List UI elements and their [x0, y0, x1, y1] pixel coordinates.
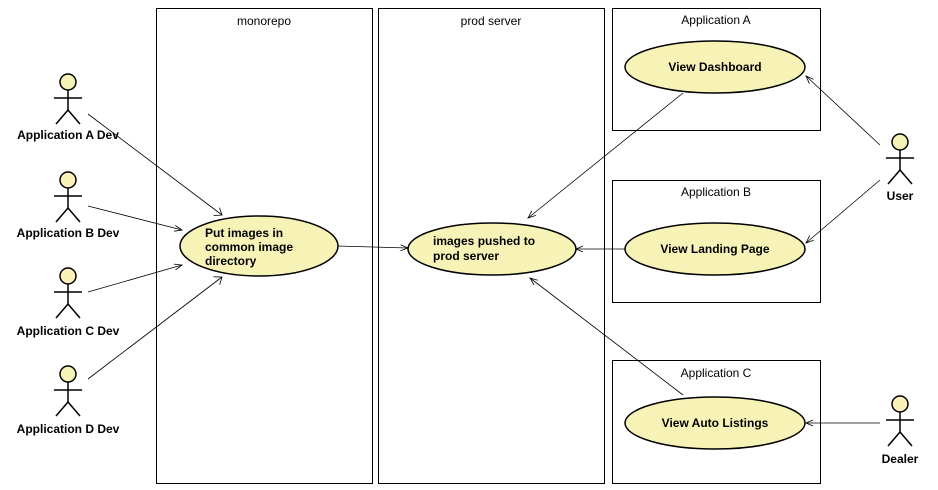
boundary-prod-server-title: prod server — [461, 14, 522, 28]
use-case-view-landing-page: View Landing Page — [624, 222, 806, 276]
stick-figure-icon — [54, 171, 82, 223]
association-app-c-dev — [87, 264, 183, 293]
arrowhead-dashboard-to-pushed — [527, 210, 536, 219]
association-app-b-dev — [87, 205, 183, 231]
association-put-to-pushed — [336, 245, 409, 249]
actor-application-c-dev: Application C Dev — [17, 267, 120, 338]
actor-application-d-dev: Application D Dev — [17, 365, 120, 436]
stick-figure-icon — [54, 267, 82, 319]
association-app-d-dev — [87, 276, 223, 380]
actor-application-b-dev-label: Application B Dev — [17, 226, 120, 240]
use-case-images-pushed-line-1: images pushed to — [433, 234, 535, 248]
boundary-application-c-title: Application C — [681, 366, 752, 380]
stick-figure-icon — [54, 73, 82, 125]
stick-figure-icon — [886, 395, 914, 447]
actor-application-d-dev-label: Application D Dev — [17, 422, 120, 436]
associations — [87, 75, 881, 427]
arrowhead-app-b-dev — [174, 225, 184, 232]
use-case-put-images-line-3: directory — [205, 254, 257, 268]
use-case-images-pushed-line-2: prod server — [433, 249, 499, 263]
arrowhead-user-dashboard — [805, 75, 814, 84]
boundary-monorepo-title: monorepo — [237, 14, 291, 28]
boundary-application-a-title: Application A — [681, 13, 750, 27]
use-case-put-images: Put images in common image directory — [179, 215, 339, 277]
use-case-view-landing-page-label: View Landing Page — [660, 242, 769, 256]
arrowhead-app-d-dev — [213, 276, 223, 285]
arrowhead-user-landing — [805, 235, 814, 244]
arrowhead-auto-to-pushed — [529, 277, 538, 286]
actor-dealer-label: Dealer — [882, 452, 919, 466]
arrowhead-dealer-auto — [804, 419, 814, 427]
stick-figure-icon — [886, 133, 914, 185]
arrowhead-app-a-dev — [213, 207, 223, 216]
use-case-view-auto-listings-label: View Auto Listings — [662, 416, 769, 430]
use-case-put-images-line-1: Put images in — [205, 226, 283, 240]
use-case-put-images-line-2: common image — [205, 240, 293, 254]
association-user-dashboard — [805, 75, 881, 146]
actor-application-a-dev: Application A Dev — [17, 73, 119, 142]
actor-dealer: Dealer — [882, 395, 919, 466]
actor-application-a-dev-label: Application A Dev — [17, 128, 119, 142]
use-case-view-dashboard-label: View Dashboard — [668, 60, 761, 74]
use-case-images-pushed: images pushed to prod server — [407, 222, 577, 276]
use-case-view-dashboard: View Dashboard — [624, 40, 806, 94]
stick-figure-icon — [54, 365, 82, 417]
actor-user-label: User — [887, 189, 914, 203]
actor-application-b-dev: Application B Dev — [17, 171, 120, 240]
use-case-view-auto-listings: View Auto Listings — [624, 396, 806, 450]
association-auto-to-pushed — [529, 277, 684, 396]
association-dashboard-to-pushed — [527, 92, 684, 219]
boundary-application-b-title: Application B — [681, 185, 751, 199]
association-user-landing — [805, 179, 881, 244]
actor-user: User — [886, 133, 914, 203]
association-app-a-dev — [87, 113, 223, 216]
arrowhead-app-c-dev — [173, 263, 184, 271]
actor-application-c-dev-label: Application C Dev — [17, 324, 120, 338]
